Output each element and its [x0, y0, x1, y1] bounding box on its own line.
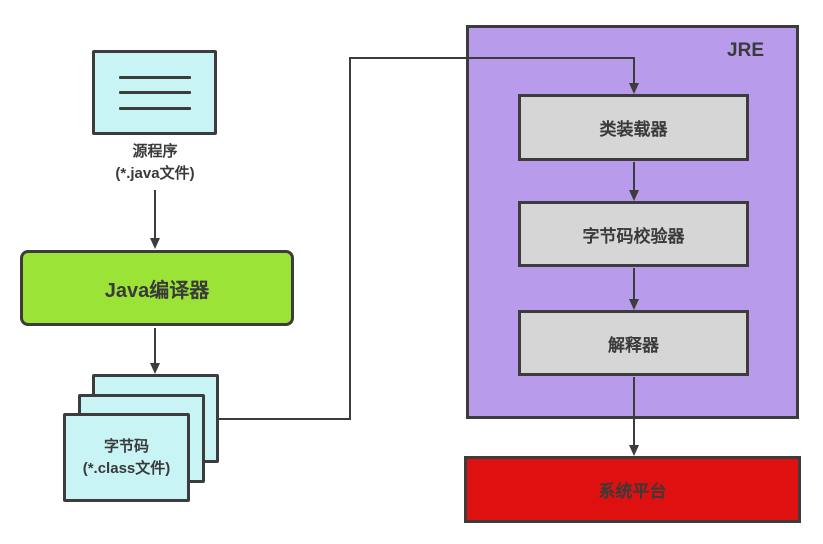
bytecode-verifier-label: 字节码校验器 [582, 226, 685, 246]
bytecode-verifier-node: 字节码校验器 [518, 201, 749, 267]
java-compiler-label: Java编译器 [104, 279, 210, 302]
source-file-label-line2: (*.java文件) [115, 164, 195, 182]
bytecode-label-line2: (*.class文件) [82, 459, 171, 477]
arrowhead [150, 238, 160, 249]
source-file-label-line1: 源程序 [132, 143, 178, 160]
system-platform-node: 系统平台 [464, 456, 801, 523]
document-text-line [118, 75, 191, 79]
document-text-line [118, 106, 191, 110]
document-text-line [118, 91, 191, 94]
bytecode-label-line1: 字节码 [103, 437, 149, 455]
java-compiler-node: Java编译器 [20, 250, 294, 326]
jre-label: JRE [727, 40, 764, 61]
interpreter-label: 解释器 [608, 335, 659, 355]
interpreter-node: 解释器 [518, 310, 749, 376]
system-platform-label: 系统平台 [598, 482, 667, 501]
arrowhead [150, 363, 160, 374]
source-file-icon [92, 50, 217, 135]
arrowhead [629, 445, 639, 456]
source-file-label: 源程序 (*.java文件) [65, 141, 245, 185]
class-loader-node: 类装载器 [518, 94, 749, 161]
class-loader-label: 类装载器 [599, 120, 668, 139]
bytecode-file-front: 字节码 (*.class文件) [63, 413, 190, 502]
